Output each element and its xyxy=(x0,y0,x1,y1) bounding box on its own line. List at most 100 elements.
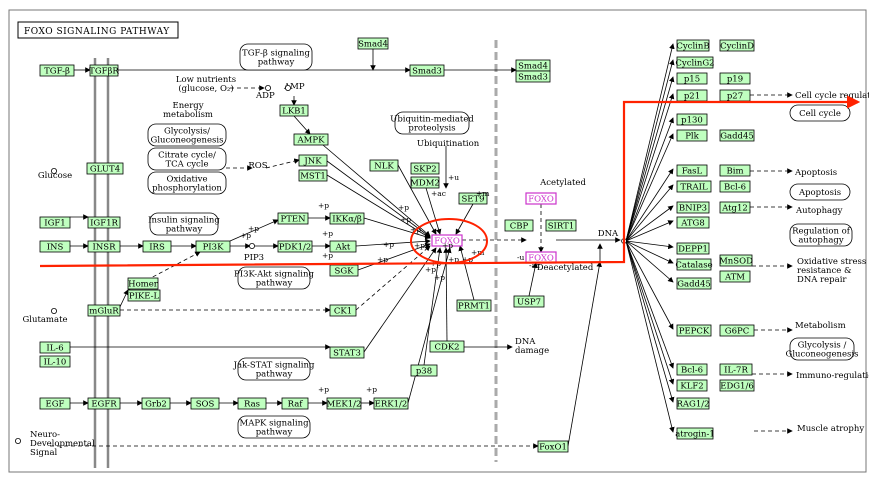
gene-p15[interactable]: p15 xyxy=(676,72,708,85)
gene-skp2[interactable]: SKP2 xyxy=(410,162,440,175)
gene-cdk2[interactable]: CDK2 xyxy=(429,340,465,353)
gene-atm[interactable]: ATM xyxy=(719,270,751,283)
gene-stat3[interactable]: STAT3 xyxy=(329,346,365,359)
gene-foxo1[interactable]: FoxO1 xyxy=(537,440,569,453)
gene-p38[interactable]: p38 xyxy=(410,364,438,377)
gene-atrogin1[interactable]: atrogin-1 xyxy=(675,427,715,440)
gene-bim[interactable]: Bim xyxy=(719,164,751,177)
gene-il10[interactable]: IL-10 xyxy=(39,355,71,368)
gene-smad3a[interactable]: Smad3 xyxy=(409,64,445,77)
gene-label: EDG1/6 xyxy=(720,382,754,392)
gene-igf1r[interactable]: IGF1R xyxy=(87,216,121,229)
gene-mnsod[interactable]: MnSOD xyxy=(719,254,753,267)
gene-usp7[interactable]: USP7 xyxy=(513,295,545,308)
gene-p19[interactable]: p19 xyxy=(719,72,751,85)
gene-cyclinb[interactable]: CyclinB xyxy=(676,39,710,52)
gene-nlk[interactable]: NLK xyxy=(369,159,399,172)
gene-atg12[interactable]: Atg12 xyxy=(719,201,751,214)
gene-depp1[interactable]: DEPP1 xyxy=(676,242,710,255)
map-label: phosphorylation xyxy=(152,184,222,194)
gene-pi3k[interactable]: PI3K xyxy=(195,240,231,253)
gene-p21[interactable]: p21 xyxy=(676,89,708,102)
gene-bnip3[interactable]: BNIP3 xyxy=(676,201,710,214)
gene-cbp[interactable]: CBP xyxy=(504,219,534,232)
gene-tgfbr[interactable]: TGFβR xyxy=(89,64,119,77)
gene-glut4[interactable]: GLUT4 xyxy=(86,162,124,175)
gene-bcl6b[interactable]: Bcl-6 xyxy=(676,363,708,376)
gene-raf[interactable]: Raf xyxy=(281,397,309,410)
gene-sos[interactable]: SOS xyxy=(190,397,220,410)
gene-egfr[interactable]: EGFR xyxy=(87,397,121,410)
gene-p130[interactable]: p130 xyxy=(676,113,708,126)
gene-fasl[interactable]: FasL xyxy=(676,164,708,177)
gene-ikkab[interactable]: IKKα/β xyxy=(329,212,365,225)
gene-mglur[interactable]: mGluR xyxy=(87,304,121,317)
gene-smad3b[interactable]: Smad3 xyxy=(515,70,551,83)
map-cellcycle[interactable]: Cell cycle xyxy=(789,104,851,122)
gene-prmt1[interactable]: PRMT1 xyxy=(456,299,492,312)
gene-catalase[interactable]: Catalase xyxy=(675,258,713,271)
gene-lkb1[interactable]: LKB1 xyxy=(279,104,309,117)
gene-mek12[interactable]: MEK1/2 xyxy=(327,397,362,410)
gene-trail[interactable]: TRAIL xyxy=(676,180,712,193)
gene-bcl6a[interactable]: Bcl-6 xyxy=(719,180,751,193)
foxo-acetylated[interactable]: FOXO xyxy=(525,192,557,205)
map-apopmap[interactable]: Apoptosis xyxy=(789,183,851,201)
gene-sirt1[interactable]: SIRT1 xyxy=(545,219,577,232)
gene-akt[interactable]: Akt xyxy=(329,240,357,253)
gene-pepck[interactable]: PEPCK xyxy=(676,324,712,337)
map-glyco[interactable]: Glycolysis/Gluconeogenesis xyxy=(147,123,227,147)
gene-homer[interactable]: Homer xyxy=(127,277,159,290)
map-label: Glycolysis / xyxy=(798,341,847,351)
gene-ampk[interactable]: AMPK xyxy=(293,133,329,146)
pathway-edge xyxy=(265,158,300,169)
gene-cyclingg2[interactable]: CyclinG2 xyxy=(675,56,715,69)
compound-node xyxy=(51,307,58,314)
gene-igf1[interactable]: IGF1 xyxy=(39,216,71,229)
gene-pdk12[interactable]: PDK1/2 xyxy=(277,240,313,253)
gene-gadd45a[interactable]: Gadd45 xyxy=(719,129,755,142)
gene-jnk[interactable]: JNK xyxy=(298,154,328,167)
gene-ras[interactable]: Ras xyxy=(237,397,267,410)
gene-ck1[interactable]: CK1 xyxy=(329,304,357,317)
gene-tgfb[interactable]: TGF-β xyxy=(39,64,75,77)
gene-klf2[interactable]: KLF2 xyxy=(676,379,708,392)
gene-p27[interactable]: p27 xyxy=(719,89,751,102)
gene-mst1[interactable]: MST1 xyxy=(298,169,328,182)
gene-mdm2[interactable]: MDM2 xyxy=(410,176,440,189)
pathway-edge xyxy=(625,117,674,242)
gene-sgk[interactable]: SGK xyxy=(329,264,359,277)
gene-smad4b[interactable]: Smad4 xyxy=(515,59,551,72)
gene-ins[interactable]: INS xyxy=(39,240,71,253)
map-glycomap2[interactable]: Glycolysis /Gluconeogenesis xyxy=(786,337,859,361)
gene-erk12[interactable]: ERK1/2 xyxy=(373,397,409,410)
edge-label: +p xyxy=(377,255,388,264)
gene-set9[interactable]: SET9 xyxy=(458,192,488,205)
gene-edg16[interactable]: EDG1/6 xyxy=(719,379,755,392)
gene-cyclind[interactable]: CyclinD xyxy=(719,39,755,52)
map-citrate[interactable]: Citrate cycle/TCA cycle xyxy=(147,147,227,171)
gene-insr[interactable]: INSR xyxy=(87,240,121,253)
gene-irs[interactable]: IRS xyxy=(142,240,172,253)
gene-atg8[interactable]: ATG8 xyxy=(676,216,710,229)
foxo-main[interactable]: FOXO xyxy=(431,234,463,247)
gene-pikel[interactable]: PIKE-L xyxy=(127,289,161,302)
gene-il7r[interactable]: IL-7R xyxy=(719,363,753,376)
gene-pten[interactable]: PTEN xyxy=(277,212,309,225)
gene-smad4a[interactable]: Smad4 xyxy=(357,37,389,50)
gene-gadd45b[interactable]: Gadd45 xyxy=(676,277,712,290)
gene-plk[interactable]: Plk xyxy=(676,129,708,142)
gene-egf[interactable]: EGF xyxy=(39,397,71,410)
gene-rag12[interactable]: RAG1/2 xyxy=(676,397,710,410)
gene-il6[interactable]: IL-6 xyxy=(39,341,71,354)
gene-g6pc[interactable]: G6PC xyxy=(719,324,755,337)
gene-grb2[interactable]: Grb2 xyxy=(141,397,171,410)
